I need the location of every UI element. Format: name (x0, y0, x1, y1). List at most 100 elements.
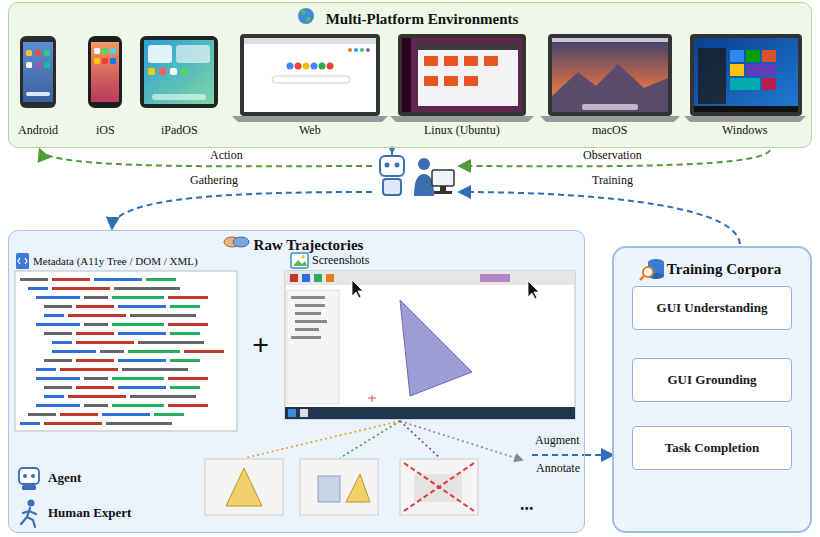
plus-sign: + (252, 328, 269, 363)
screenshot-icon (291, 253, 308, 268)
metadata-code-image (52, 350, 224, 353)
android-phone (26, 50, 32, 56)
platform-label: Android (18, 124, 58, 138)
metadata-code-image (15, 271, 237, 431)
screenshot-image (291, 336, 321, 339)
linux-laptop (402, 38, 522, 112)
ipad-tablet (176, 45, 210, 63)
agent-mini-icon (31, 474, 35, 478)
macos-laptop (582, 104, 638, 110)
metadata-code-image (20, 278, 176, 281)
windows-laptop (762, 50, 776, 62)
windows-laptop (762, 78, 776, 90)
windows-laptop (684, 116, 806, 122)
metadata-code-image (44, 386, 200, 389)
windows-laptop (746, 64, 776, 76)
environment-panel: Multi-Platform Environments (8, 2, 812, 148)
corpus-box: GUI Understanding (632, 286, 792, 330)
agent-icon (395, 163, 400, 168)
ipad-tablet (152, 94, 206, 100)
web-laptop (244, 38, 376, 44)
linux-laptop (444, 56, 458, 66)
branch-line (340, 421, 400, 458)
android-phone (44, 50, 50, 56)
platform-label: Web (299, 124, 321, 138)
arrow-label: Annotate (536, 462, 580, 476)
metadata-code-image (44, 332, 200, 335)
metadata-code-image (20, 422, 172, 425)
corpus-box: GUI Grounding (632, 358, 792, 402)
code-file-icon (18, 258, 27, 264)
trajectory-thumbnail (400, 459, 478, 515)
branch-line (400, 421, 522, 460)
screenshot-image (302, 274, 310, 282)
ipad-tablet (181, 68, 188, 75)
screenshot-image (295, 312, 321, 315)
macos-laptop (552, 64, 668, 112)
trajectory-thumbnail (205, 459, 283, 515)
screenshot-image (400, 300, 472, 396)
agent-mini-icon (22, 485, 36, 490)
agent-mini-icon (19, 468, 39, 490)
macos-laptop (548, 34, 672, 116)
metadata-code-image (44, 305, 200, 308)
ios-phone (88, 36, 122, 108)
trajectory-thumbnail (205, 459, 478, 515)
screenshot-image (480, 274, 510, 282)
human-expert-icon (21, 508, 36, 527)
linux-laptop (402, 38, 411, 112)
windows-laptop (746, 50, 760, 62)
screenshot-image (352, 280, 363, 298)
screenshot-image (295, 304, 325, 307)
source-label: Screenshots (312, 254, 369, 268)
screenshot-image (295, 328, 319, 331)
human-expert-icon (21, 500, 36, 528)
metadata-code-image (44, 359, 200, 362)
ipad-tablet (148, 45, 172, 63)
screenshot-image (287, 290, 339, 404)
linux-laptop (398, 34, 526, 116)
ipad-tablet (140, 36, 218, 108)
flow-arrow (532, 454, 585, 456)
arrow-label: Action (210, 149, 243, 163)
code-file-icon (16, 253, 29, 269)
corpora-icon (640, 276, 644, 280)
linux-laptop (418, 44, 518, 106)
screenshot-image (285, 271, 575, 285)
box-label: GUI Grounding (668, 372, 757, 388)
screenshot-image (291, 296, 325, 299)
web-laptop (244, 38, 376, 112)
box-label: Task Completion (665, 440, 760, 456)
ios-phone (102, 48, 108, 54)
metadata-code-image (44, 395, 196, 398)
web-laptop (240, 34, 380, 116)
metadata-code-image (36, 368, 188, 371)
agent-icon (385, 163, 390, 168)
linux-laptop (464, 56, 478, 66)
web-laptop (348, 48, 352, 52)
android-phone (20, 36, 56, 108)
web-laptop (295, 63, 302, 70)
windows-laptop (694, 106, 798, 112)
agent-icon (418, 158, 430, 170)
panel-fill (8, 2, 812, 148)
windows-laptop (730, 50, 744, 62)
metadata-code-image (28, 287, 180, 290)
screenshot-image (368, 398, 376, 399)
flow-arrow (460, 192, 740, 244)
screenshot-icon (301, 255, 305, 259)
collector-label: Human Expert (48, 506, 131, 521)
linux-laptop (390, 116, 534, 122)
linux-laptop (464, 76, 478, 86)
screenshot-image (528, 281, 539, 299)
handshake-icon (224, 237, 249, 247)
flow-arrow (112, 192, 372, 228)
agent-icon (380, 156, 404, 176)
linux-laptop (444, 76, 458, 86)
corpora-icon (640, 259, 664, 280)
agent-icon (380, 147, 454, 197)
platform-label: Linux (Ubuntu) (424, 124, 500, 138)
screenshot-image (285, 407, 575, 419)
windows-laptop (698, 48, 726, 104)
